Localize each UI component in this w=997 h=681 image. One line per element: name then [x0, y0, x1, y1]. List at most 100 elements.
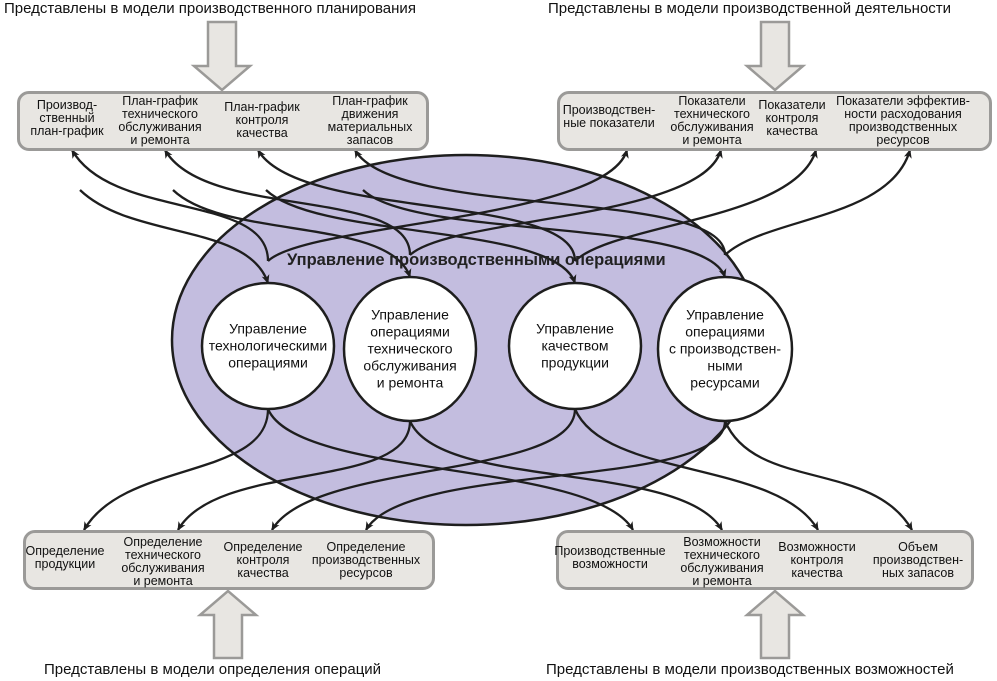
- label-line: и ремонта: [692, 574, 752, 588]
- connector-to-performance: [724, 149, 912, 256]
- label-line: движения: [341, 107, 399, 121]
- label-line: производствен-: [872, 553, 964, 567]
- label-line: и ремонта: [682, 133, 742, 147]
- input-arrows: [190, 20, 807, 660]
- connector-to-performance: [267, 149, 629, 262]
- label-line: Управление: [536, 320, 614, 337]
- label-line: технического: [125, 548, 201, 562]
- input-arrow-down-icon: [190, 20, 254, 92]
- label-line: ных запасов: [881, 566, 954, 580]
- connector-to-capabilities: [408, 420, 723, 531]
- label-line: операциями: [370, 323, 450, 340]
- connector-to-circle: [362, 189, 727, 278]
- connector-to-performance: [409, 149, 723, 256]
- label-line: материальных: [327, 120, 413, 134]
- connector-to-plan: [354, 149, 727, 256]
- label-line: контроля: [765, 111, 819, 125]
- label-line: Показатели: [758, 98, 826, 112]
- label-line: технического: [122, 107, 198, 121]
- label-line: технического: [684, 548, 760, 562]
- input-arrow-up-icon: [196, 589, 260, 660]
- label-line: Показатели: [678, 94, 746, 108]
- label-line: ресурсов: [339, 566, 393, 580]
- label-line: контроля: [790, 553, 844, 567]
- caption-top-left: Представлены в модели производственного …: [4, 0, 416, 17]
- label-line: ственный: [39, 111, 95, 125]
- connector-to-capabilities: [573, 408, 819, 531]
- label-line: Возможности: [778, 540, 856, 554]
- label-line: качества: [237, 566, 289, 580]
- box-production-planning: [17, 91, 429, 151]
- connector-to-definition: [177, 420, 412, 531]
- label-line: качества: [766, 124, 818, 138]
- connector-to-plan: [71, 149, 270, 262]
- label-line: Показатели эффектив-: [836, 94, 970, 108]
- label-line: Управление: [229, 320, 307, 337]
- label-line: Определение: [223, 540, 303, 554]
- label-line: ными: [707, 357, 743, 374]
- box-production-capabilities: [556, 530, 974, 590]
- label-line: контроля: [236, 553, 290, 567]
- label-line: Определение: [326, 540, 406, 554]
- caption-top-right: Представлены в модели производственной д…: [548, 0, 952, 17]
- label-line: технического: [674, 107, 750, 121]
- connector-to-circle: [265, 189, 577, 284]
- label-line: Определение: [123, 535, 203, 549]
- operation-circle: [656, 275, 794, 423]
- label-line: качеством: [541, 337, 609, 354]
- center-title: Управление производственными операциями: [287, 251, 666, 269]
- label-line: План-график: [122, 94, 198, 108]
- label-line: Определение: [25, 544, 105, 558]
- label-line: возможности: [572, 557, 648, 571]
- label-line: технологическими: [208, 337, 328, 354]
- label-line: план-график: [30, 124, 104, 138]
- operation-circle: [507, 281, 643, 411]
- input-arrow-down-icon: [743, 20, 807, 92]
- label-line: и ремонта: [130, 133, 190, 147]
- label-line: качества: [791, 566, 843, 580]
- connector-to-definition: [271, 408, 577, 531]
- connector-to-circle: [79, 189, 270, 284]
- caption-bottom-right: Представлены в модели производственных в…: [546, 661, 954, 678]
- label-line: Возможности: [683, 535, 761, 549]
- connector-to-circle: [172, 189, 412, 278]
- label-line: и ремонта: [376, 374, 444, 391]
- label-line: контроля: [235, 113, 289, 127]
- connector-to-capabilities: [723, 420, 913, 531]
- box-production-performance: [557, 91, 992, 151]
- connector-to-capabilities: [266, 408, 634, 531]
- label-line: с производствен-: [668, 340, 782, 357]
- label-line: обслуживания: [680, 561, 764, 575]
- operation-circle: [342, 275, 478, 423]
- input-arrow-up-icon: [743, 589, 807, 660]
- label-line: качества: [236, 126, 288, 140]
- label-line: производственных: [848, 120, 958, 134]
- box-operations-definition: [23, 530, 435, 590]
- label-line: продукции: [34, 557, 96, 571]
- label-line: Объем: [898, 540, 938, 554]
- label-line: продукции: [541, 354, 609, 371]
- label-line: производственных: [311, 553, 421, 567]
- label-line: Производствен-: [562, 103, 656, 117]
- connector-lines: [71, 149, 913, 531]
- caption-bottom-left: Представлены в модели определения операц…: [44, 661, 382, 678]
- label-line: технического: [367, 340, 453, 357]
- connector-to-plan: [164, 149, 412, 256]
- label-line: ресурсами: [690, 374, 760, 391]
- label-line: обслуживания: [670, 120, 754, 134]
- label-line: и ремонта: [133, 574, 193, 588]
